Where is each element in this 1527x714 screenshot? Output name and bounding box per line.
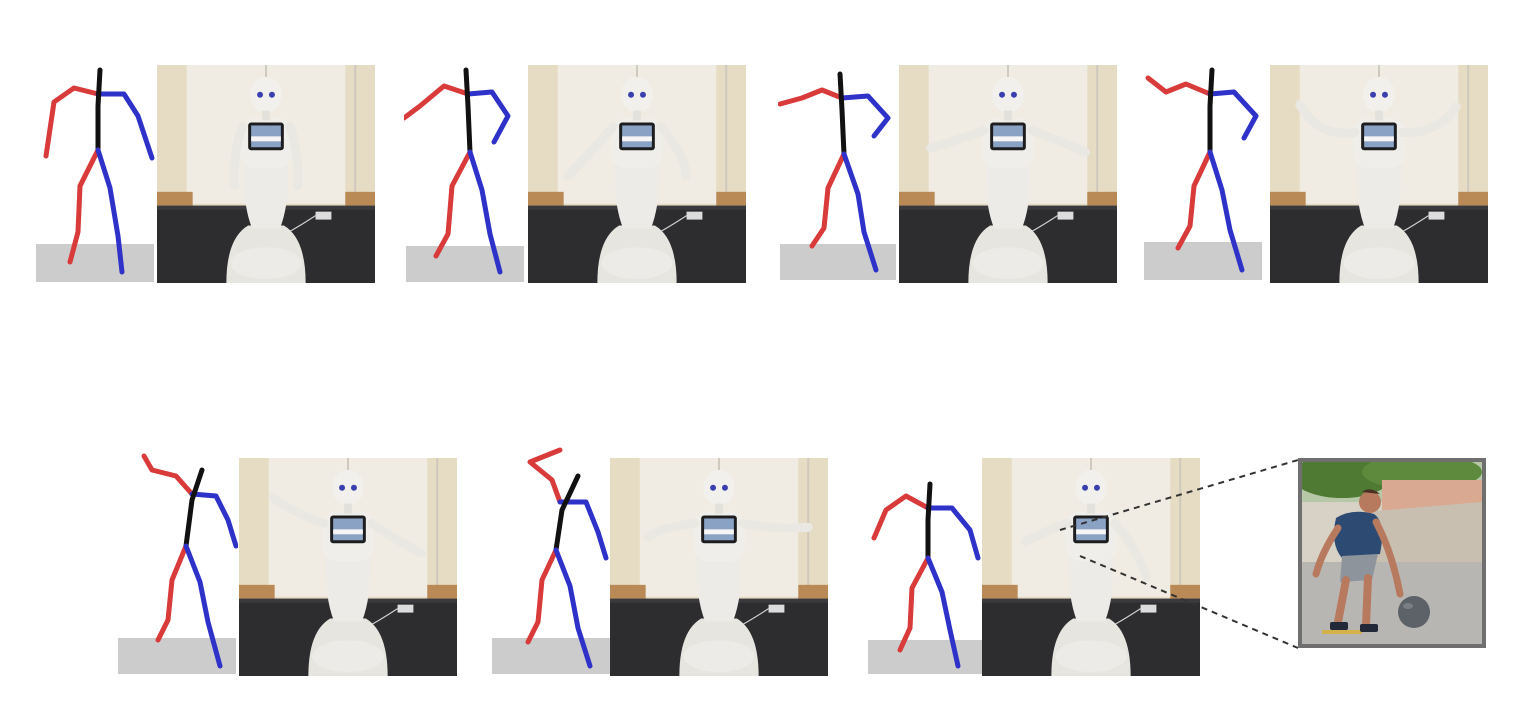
pose-skeleton-5 <box>116 450 238 676</box>
pose-skeleton-1 <box>34 66 156 284</box>
pose-skeleton-2 <box>404 66 526 284</box>
person-with-ball-photo-icon <box>1298 458 1486 648</box>
pose-skeleton-6 <box>490 440 612 676</box>
robot-photo-3 <box>899 65 1117 283</box>
robot-photo-5 <box>239 458 457 676</box>
robot-photo-7 <box>982 458 1200 676</box>
robot-photo-4 <box>1270 65 1488 283</box>
pose-skeleton-4 <box>1142 66 1264 282</box>
pose-skeleton-3 <box>778 70 898 282</box>
robot-photo-1 <box>157 65 375 283</box>
pose-skeleton-7 <box>866 480 984 676</box>
robot-photo-2 <box>528 65 746 283</box>
robot-photo-6 <box>610 458 828 676</box>
